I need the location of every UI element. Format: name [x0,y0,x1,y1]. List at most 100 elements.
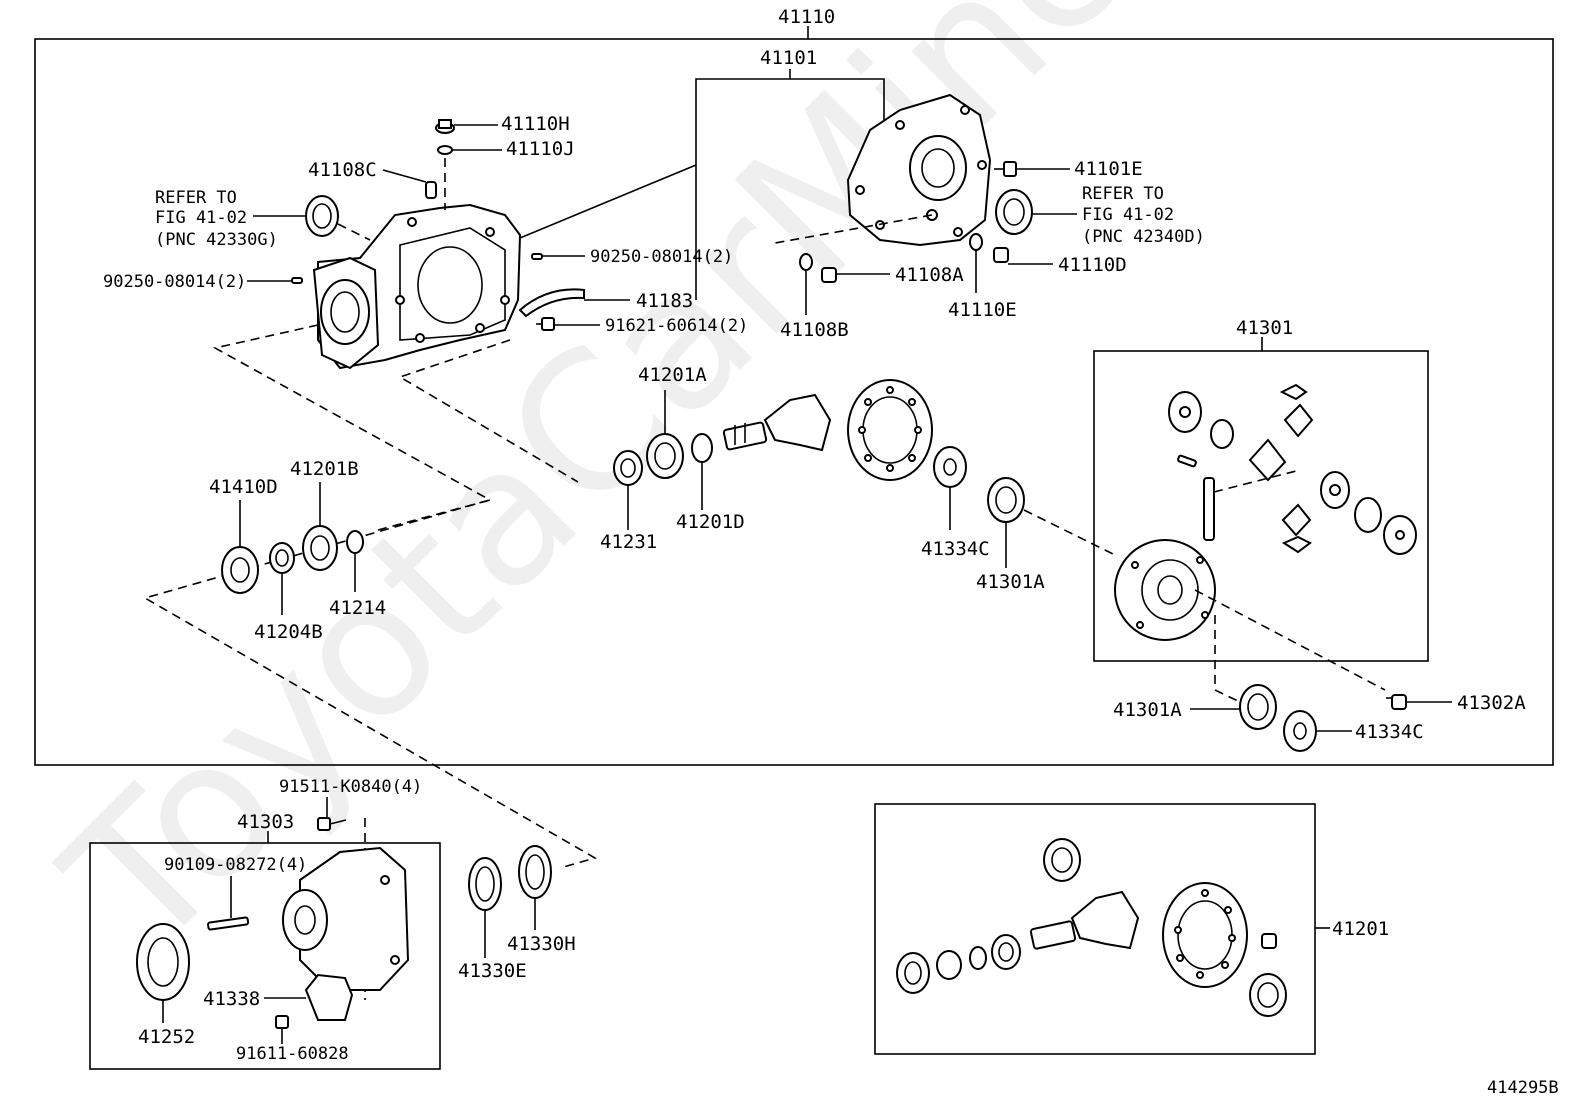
pinion-shaft-pin [1177,454,1197,468]
label-41301a-mid: 41301A [976,571,1045,593]
label-41108a: 41108A [895,264,964,286]
slinger-41204b [269,542,295,574]
kit-washer [969,946,987,970]
carrier-cover-41303 [282,846,410,991]
label-41201a: 41201A [638,364,707,386]
kit-bearing [991,934,1021,970]
breather-plug [435,119,455,134]
side-gear-right [1320,471,1350,509]
differential-case [1114,539,1216,641]
label-91611: 91611-60828 [236,1044,349,1064]
oil-seal-41410d [221,546,259,594]
drive-pinion [722,393,832,452]
kit-side-bearing [1249,973,1287,1017]
label-41110d: 41110D [1058,254,1127,276]
label-41334c-mid: 41334C [921,538,990,560]
bracket-41338 [304,973,354,1021]
kit-bearing-upper [1043,838,1081,882]
drain-plug-41108a [821,267,837,283]
pinion-bearing-41201a [646,433,684,479]
right-ref-note-line1: REFER TO [1082,184,1164,204]
label-41214: 41214 [329,597,386,619]
pinion-gears [1248,383,1314,554]
differential-carrier-housing [312,203,522,370]
label-41252: 41252 [138,1026,195,1048]
bolt-91511 [317,817,347,831]
ring-gear [847,379,933,481]
shim-41334c-mid [933,446,967,488]
bolt-41302a [1386,694,1407,710]
filler-plug-41110d [993,247,1009,263]
differential-case-frame [1093,350,1429,662]
label-41201d: 41201D [676,511,745,533]
pinion-shaft [1203,477,1215,541]
side-gear-plate [1383,515,1417,555]
right-ref-note-line3: (PNC 42340D) [1082,227,1205,247]
carrier-cover-41101 [846,93,992,247]
kit-oil-seal [896,952,930,994]
label-41338: 41338 [203,988,260,1010]
seal-41330e [468,857,502,911]
filler-plug-41108c [425,181,437,199]
breather-gasket [437,145,453,155]
label-90250-left: 90250-08014(2) [103,272,246,292]
label-41110e: 41110E [948,299,1017,321]
label-41201b: 41201B [290,458,359,480]
label-41108c: 41108C [308,159,377,181]
label-41110h: 41110H [501,113,570,135]
label-41108b: 41108B [780,319,849,341]
label-41330e: 41330E [458,960,527,982]
dowel-pin-top [531,253,543,260]
label-41204b: 41204B [254,621,323,643]
gear-kit-frame [874,803,1316,1055]
label-90109: 90109-08272(4) [164,855,307,875]
label-41101e: 41101E [1074,158,1143,180]
right-ref-note-line2: FIG 41-02 [1082,205,1174,225]
label-41410d: 41410D [209,476,278,498]
figure-code: 414295B [1487,1078,1559,1098]
thrust-washer-left [1210,419,1234,449]
kit-bolt [1261,933,1277,949]
bolt-91621 [536,317,555,331]
left-oil-seal [305,195,339,237]
label-41110: 41110 [778,6,835,28]
washer-41214 [346,530,364,554]
label-41303: 41303 [237,811,294,833]
kit-pinion [1029,890,1140,950]
side-bearing-41301a-mid [987,477,1025,523]
stud-bolt-90109 [207,916,250,931]
thrust-washer-right [1354,497,1382,533]
bearing-41201b [302,525,338,571]
left-ref-note-line2: FIG 41-02 [155,208,247,228]
label-41101: 41101 [760,47,817,69]
side-bearing-41301a-low [1239,684,1277,730]
label-41183: 41183 [636,290,693,312]
label-41330h: 41330H [507,933,576,955]
shim-41334c-low [1283,710,1317,752]
cover-subassembly-frame [89,842,441,1070]
gasket-41108b [799,253,813,271]
label-41110j: 41110J [506,138,575,160]
left-ref-note-line3: (PNC 42330G) [155,230,278,250]
oil-slinger-41231 [613,450,643,486]
dowel-pin-left [291,277,303,284]
label-41201: 41201 [1332,918,1389,940]
bolt-91611 [275,1015,289,1044]
oil-seal-41252 [136,923,190,1001]
right-oil-seal [995,189,1033,235]
gasket-41110e [969,233,983,251]
label-90250-top: 90250-08014(2) [590,247,733,267]
label-41301a-low: 41301A [1113,699,1182,721]
label-41301: 41301 [1236,317,1293,339]
side-gear-left [1168,391,1202,433]
label-41231: 41231 [600,531,657,553]
breather-hose-41183 [518,288,585,318]
label-91511: 91511-K0840(4) [279,777,422,797]
kit-ring-gear [1162,882,1248,988]
label-41334c-low: 41334C [1355,721,1424,743]
label-91621: 91621-60614(2) [605,316,748,336]
kit-slinger [936,950,962,980]
main-assembly-frame [34,38,1554,766]
seal-41330h [518,845,552,899]
